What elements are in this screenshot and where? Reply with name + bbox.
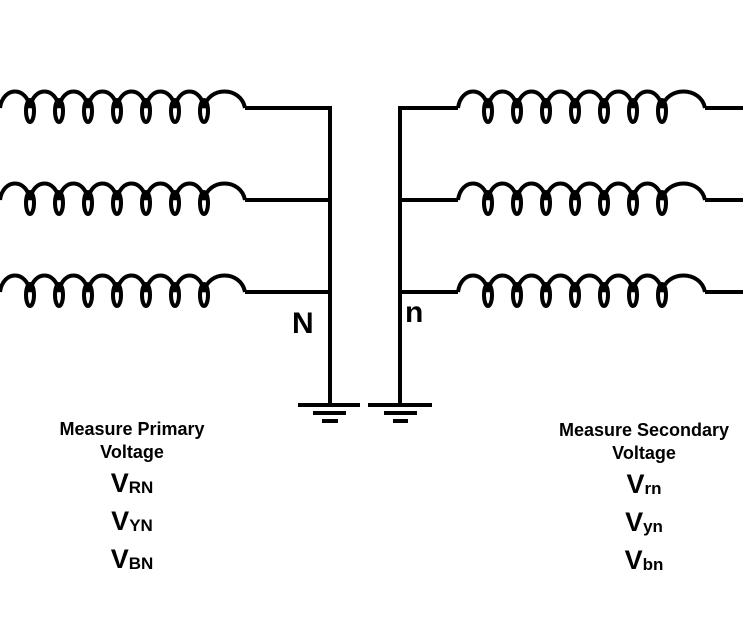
secondary-ground-icon	[368, 403, 432, 423]
coil-turn	[140, 98, 152, 124]
primary-neutral-bus	[245, 106, 332, 405]
coil-turn	[511, 190, 523, 216]
coil-turn	[656, 282, 668, 308]
coil-turn	[53, 98, 65, 124]
coil-turn	[53, 190, 65, 216]
coil-turn	[482, 98, 494, 124]
coil-turn	[53, 282, 65, 308]
coil-turn	[569, 190, 581, 216]
secondary-voltages: Vrn Vyn Vbn	[594, 467, 694, 581]
coil-turn	[569, 98, 581, 124]
voltage-label: VRN	[110, 468, 154, 498]
voltage-label: VBN	[110, 544, 154, 574]
primary-caption-line2: Voltage	[100, 442, 164, 462]
coil-turn	[540, 190, 552, 216]
secondary-caption-line2: Voltage	[612, 443, 676, 463]
coil-turn	[169, 98, 181, 124]
coil-turn	[82, 98, 94, 124]
coil-turn	[140, 282, 152, 308]
secondary-caption-line1: Measure Secondary	[558, 420, 730, 440]
primary-winding-2	[0, 181, 247, 216]
coil-turn	[540, 282, 552, 308]
coil-turn	[169, 190, 181, 216]
primary-winding-3	[0, 273, 247, 308]
secondary-winding-2	[456, 181, 707, 216]
secondary-neutral-label: n	[405, 296, 424, 329]
secondary-caption: Measure Secondary Voltage	[534, 419, 743, 465]
secondary-output-wires	[705, 106, 743, 294]
coil-turn	[111, 282, 123, 308]
primary-caption: Measure Primary Voltage	[32, 418, 232, 464]
secondary-winding-1	[456, 89, 707, 124]
coil-turn	[482, 190, 494, 216]
coil-turn	[82, 282, 94, 308]
coil-turn	[140, 190, 152, 216]
coil-turn	[198, 190, 210, 216]
voltage-label: VYN	[111, 506, 153, 536]
coil-turn	[198, 282, 210, 308]
coil-turn	[169, 282, 181, 308]
coil-turn	[24, 282, 36, 308]
coil-turn	[627, 282, 639, 308]
coil-turn	[198, 98, 210, 124]
coil-turn	[598, 98, 610, 124]
coil-turn	[511, 282, 523, 308]
primary-voltages: VRN VYN VBN	[82, 466, 182, 580]
coil-turn	[569, 282, 581, 308]
voltage-label: Vbn	[624, 545, 664, 575]
secondary-winding-3	[456, 273, 707, 308]
coil-turn	[482, 282, 494, 308]
voltage-label: Vrn	[626, 469, 662, 499]
coil-turn	[82, 190, 94, 216]
coil-turn	[511, 98, 523, 124]
coil-turn	[598, 282, 610, 308]
coil-turn	[656, 190, 668, 216]
coil-turn	[656, 98, 668, 124]
coil-turn	[627, 98, 639, 124]
coil-turn	[627, 190, 639, 216]
coil-turn	[111, 98, 123, 124]
coil-turn	[540, 98, 552, 124]
primary-neutral-label: N	[292, 307, 314, 340]
secondary-neutral-bus	[398, 106, 458, 405]
voltage-label: Vyn	[625, 507, 663, 537]
primary-winding-1	[0, 89, 247, 124]
coil-turn	[24, 190, 36, 216]
coil-turn	[24, 98, 36, 124]
coil-turn	[598, 190, 610, 216]
primary-ground-icon	[298, 403, 360, 423]
primary-caption-line1: Measure Primary	[59, 419, 205, 439]
coil-turn	[111, 190, 123, 216]
